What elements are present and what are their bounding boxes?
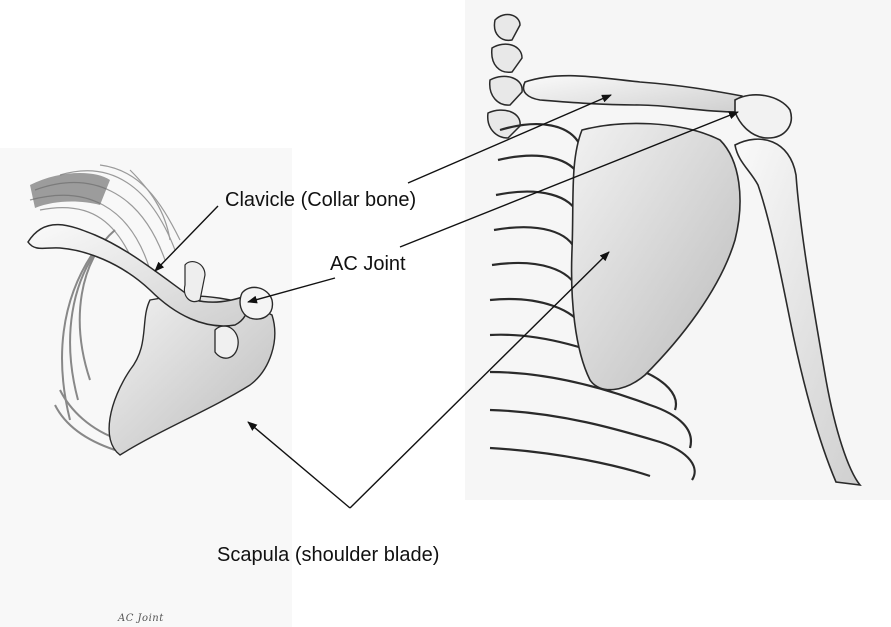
acromion-left — [240, 287, 272, 319]
clavicle-label: Clavicle (Collar bone) — [225, 190, 416, 210]
right-sketch — [465, 0, 891, 500]
coracoid-process — [215, 326, 238, 358]
sketch-caption: AC Joint — [118, 613, 164, 624]
ac-joint-label: AC Joint — [330, 254, 406, 274]
scapula-label: Scapula (shoulder blade) — [217, 545, 439, 565]
